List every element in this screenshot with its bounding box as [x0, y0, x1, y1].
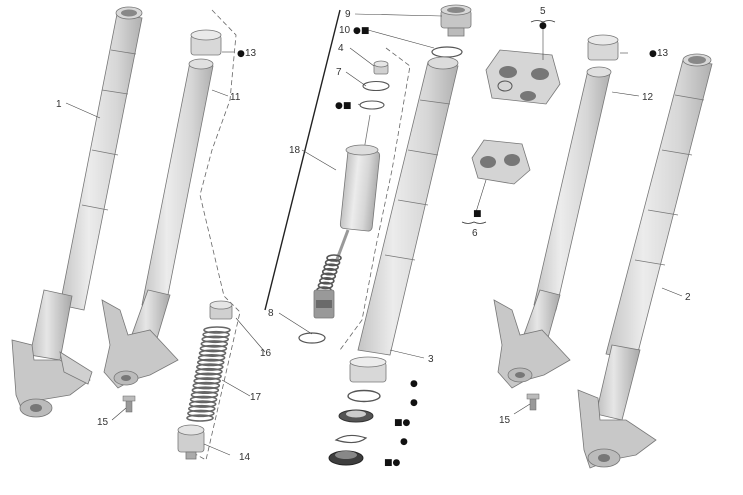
spring-coil — [199, 344, 228, 353]
spring-coil — [201, 335, 230, 344]
symbol-13-right: ● — [649, 49, 657, 59]
label-16: 16 — [260, 348, 272, 359]
label-6: 6 — [472, 228, 478, 239]
label-8: 8 — [268, 308, 274, 319]
cartridge-bottom-14 — [177, 424, 205, 460]
symbol-seal-3: ■● — [394, 418, 411, 428]
spring-coil — [189, 395, 218, 404]
o-ring-7a — [362, 80, 390, 92]
o-ring-7b — [359, 100, 385, 110]
label-15-right: 15 — [499, 415, 511, 426]
fork-leg-2 — [577, 53, 713, 469]
seal-stack — [328, 356, 387, 466]
label-10: 10 — [339, 25, 351, 36]
top-cap-13-left — [190, 29, 222, 56]
bolt-15-left — [122, 395, 136, 413]
inner-tube-11 — [101, 58, 214, 389]
spring-coil — [320, 272, 337, 281]
symbol-6: ■ — [473, 209, 482, 219]
spring-coil — [319, 277, 335, 285]
o-ring-10 — [431, 46, 463, 58]
spring-coil — [321, 267, 338, 276]
spring-coil — [200, 340, 229, 348]
label-4: 4 — [338, 43, 344, 54]
symbol-13-left: ● — [237, 49, 245, 59]
fork-leg-1 — [11, 6, 143, 418]
label-1: 1 — [56, 99, 62, 110]
service-symbols: ● ●■ ●■ ● ■ ● ● ● ■● ● ■● — [237, 21, 657, 468]
bolt-15-right — [526, 393, 540, 411]
assembly-outline-center — [339, 47, 411, 351]
spring-coil — [193, 377, 221, 385]
symbol-7b: ●■ — [335, 101, 351, 111]
spring-coil — [187, 404, 216, 413]
spring-coil — [191, 386, 220, 395]
symbol-5: ● — [539, 21, 547, 31]
spring-coil — [323, 263, 339, 271]
symbol-seal-2: ● — [410, 398, 418, 408]
part-labels: 1 11 13 16 17 14 15 9 10 4 7 18 8 3 5 6 … — [56, 6, 691, 463]
spring-coil — [186, 414, 214, 422]
spring-17 — [186, 326, 231, 422]
brace-6 — [461, 221, 487, 224]
label-14: 14 — [239, 452, 251, 463]
symbol-seal-1: ● — [410, 379, 418, 389]
top-cap-13-right — [587, 34, 619, 61]
spring-coil — [194, 372, 222, 381]
spring-coil — [190, 391, 219, 399]
label-18: 18 — [289, 145, 301, 156]
top-cap-9 — [440, 4, 472, 37]
spacer-16 — [209, 300, 233, 320]
clamp-6 — [471, 139, 531, 185]
label-12: 12 — [642, 92, 654, 103]
spring-coil — [195, 367, 223, 376]
label-15-left: 15 — [97, 417, 109, 428]
assembly-outline-left — [187, 9, 241, 461]
spring-coil — [188, 400, 217, 408]
clamp-5 — [485, 49, 561, 105]
outer-tube-3 — [357, 56, 459, 356]
spring-coil — [324, 258, 341, 267]
damper-cartridge-18 — [264, 9, 381, 319]
symbol-seal-5: ■● — [384, 458, 401, 468]
spring-coil — [198, 349, 227, 357]
label-11: 11 — [230, 92, 241, 103]
spring-coil — [202, 330, 230, 339]
inner-tube-12 — [493, 66, 612, 389]
spring-coil — [326, 254, 342, 262]
spring-coil — [317, 281, 334, 290]
brace-5 — [530, 20, 556, 23]
label-5: 5 — [540, 6, 546, 17]
o-ring-8 — [298, 332, 326, 344]
spring-coil — [203, 326, 231, 334]
symbol-10: ●■ — [353, 26, 369, 36]
spring-coil — [187, 409, 215, 418]
label-17: 17 — [250, 392, 262, 403]
spring-coil — [196, 363, 224, 371]
spring-coil — [197, 353, 226, 362]
symbol-seal-4: ● — [400, 437, 408, 447]
cap-4 — [373, 60, 389, 75]
label-2: 2 — [685, 292, 691, 303]
spring-coil — [192, 381, 221, 390]
label-13-left: 13 — [245, 48, 257, 59]
label-7: 7 — [336, 67, 342, 78]
label-3: 3 — [428, 354, 434, 365]
leader-lines — [65, 13, 683, 456]
label-13-right: 13 — [657, 48, 669, 59]
spring-coil — [196, 358, 225, 367]
label-9: 9 — [345, 9, 351, 20]
